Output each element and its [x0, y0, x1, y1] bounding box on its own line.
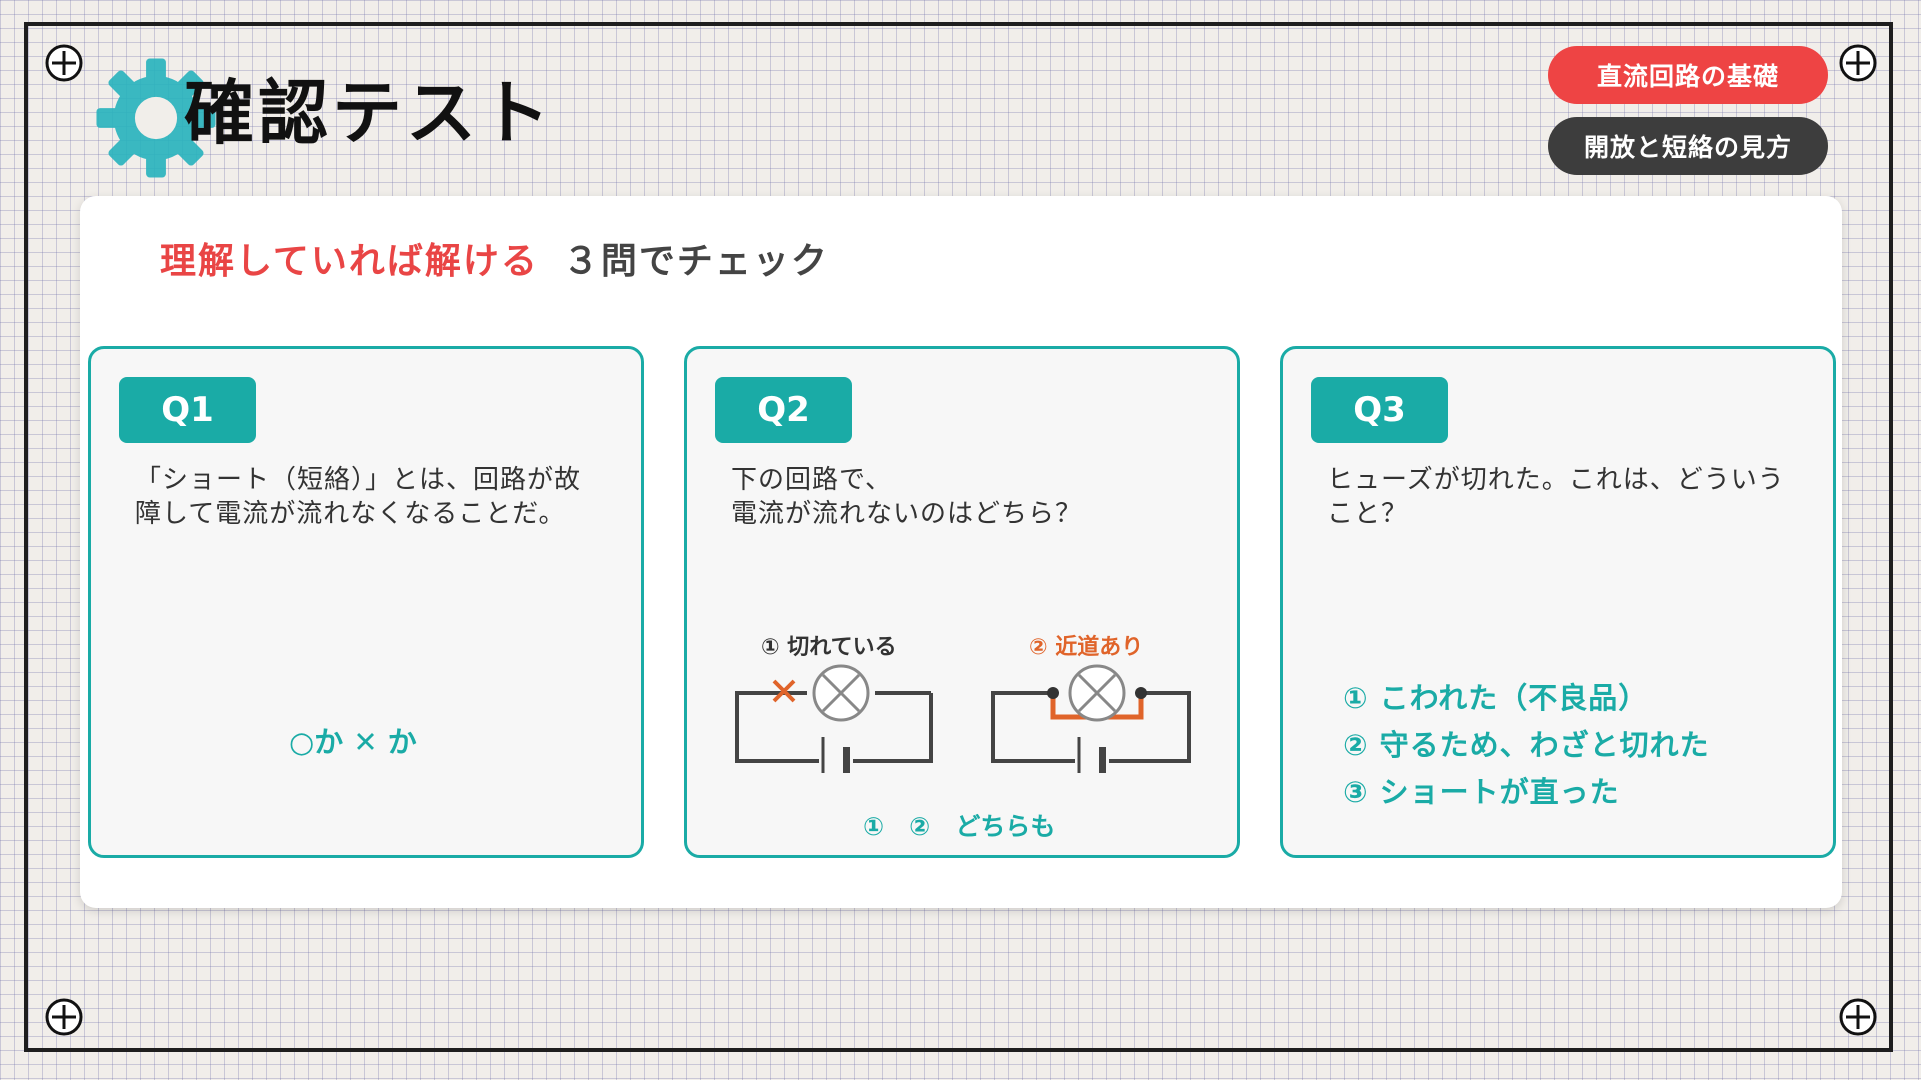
diagram-label-broken: ① 切れている — [761, 635, 897, 660]
subtitle-highlight: 理解していれば解ける — [160, 241, 539, 282]
question-text-line: 「ショート（短絡）」とは、回路が故 — [135, 465, 582, 495]
lamp-icon — [1068, 664, 1126, 722]
question-badge: Q3 — [1311, 377, 1448, 443]
answer-choices: ① ② どちらも — [863, 812, 1056, 841]
topic-tag-primary: 直流回路の基礎 — [1548, 46, 1828, 104]
question-badge: Q2 — [715, 377, 852, 443]
crosshair-icon — [45, 44, 83, 82]
question-text: 「ショート（短絡）」とは、回路が故 障して電流が流れなくなることだ。 — [135, 463, 611, 531]
circuit-diagram-broken — [735, 664, 933, 773]
panel-subtitle: 理解していれば解ける ３問でチェック — [160, 232, 829, 284]
question-card-q3: Q3 ヒューズが切れた。これは、どういう こと？ ① こわれた（不良品） ② 守… — [1280, 346, 1836, 858]
answer-option: ① こわれた（不良品） — [1343, 681, 1649, 715]
answer-option: ② 守るため、わざと切れた — [1343, 728, 1710, 762]
diagram-label-short: ② 近道あり — [1029, 635, 1144, 660]
crosshair-icon — [45, 998, 83, 1036]
topic-tag-secondary: 開放と短絡の見方 — [1548, 117, 1828, 175]
question-badge: Q1 — [119, 377, 256, 443]
question-card-q1: Q1 「ショート（短絡）」とは、回路が故 障して電流が流れなくなることだ。 ○か… — [88, 346, 644, 858]
answer-options: ① こわれた（不良品） ② 守るため、わざと切れた ③ ショートが直った — [1343, 675, 1710, 816]
crosshair-icon — [1839, 998, 1877, 1036]
answer-option: ③ ショートが直った — [1343, 775, 1620, 809]
question-text-line: 電流が流れないのはどちら？ — [731, 499, 1083, 529]
broken-x-icon — [772, 679, 796, 703]
question-text: 下の回路で、 電流が流れないのはどちら？ — [731, 463, 1207, 531]
question-card-q2: Q2 下の回路で、 電流が流れないのはどちら？ ① 切れている ② 近道あり — [684, 346, 1240, 858]
lamp-icon — [812, 664, 870, 722]
page-title: 確認テスト — [184, 72, 554, 154]
question-text-line: こと？ — [1327, 499, 1409, 529]
question-text-line: ヒューズが切れた。これは、どういう — [1327, 465, 1785, 495]
question-text-line: 障して電流が流れなくなることだ。 — [135, 499, 566, 529]
question-text-line: 下の回路で、 — [731, 465, 892, 495]
crosshair-icon — [1839, 44, 1877, 82]
subtitle-rest: ３問でチェック — [562, 241, 829, 282]
gear-icon — [96, 58, 216, 178]
quiz-panel: 理解していれば解ける ３問でチェック Q1 「ショート（短絡）」とは、回路が故 障… — [80, 196, 1842, 908]
question-text: ヒューズが切れた。これは、どういう こと？ — [1327, 463, 1803, 531]
circuit-diagram-short — [991, 664, 1191, 773]
slide-frame — [24, 22, 1893, 1052]
answer-choices: ○か ✕ か — [289, 725, 417, 759]
